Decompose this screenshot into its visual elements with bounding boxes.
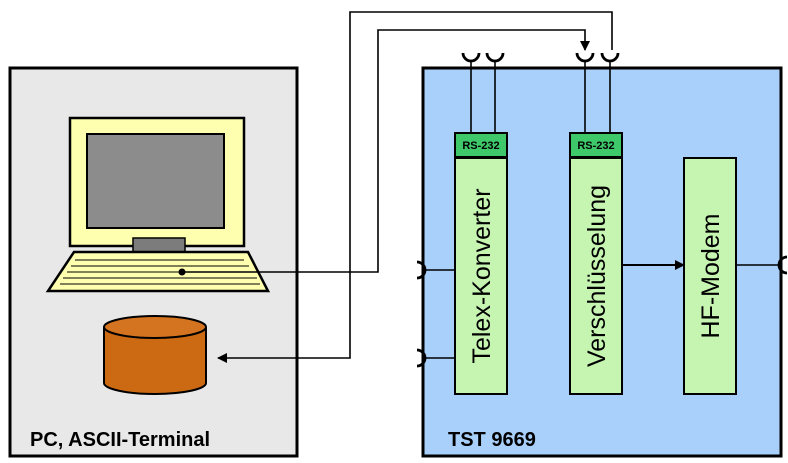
hf-modem-module: HF-Modem [683, 157, 737, 395]
database-icon [103, 315, 207, 395]
hf-modem-label: HF-Modem [697, 213, 725, 338]
tst-panel-label: TST 9669 [448, 429, 536, 451]
connector-icon [416, 52, 788, 368]
verschluesselung-rs232-label: RS-232 [577, 140, 614, 152]
connection-wires [178, 11, 781, 363]
telex-rs232-label: RS-232 [462, 140, 499, 152]
verschluesselung-module: RS-232 Verschlüsselung [569, 132, 623, 395]
pc-panel-label: PC, ASCII-Terminal [30, 429, 210, 451]
verschluesselung-label: Verschlüsselung [583, 185, 611, 367]
telex-konverter-module: RS-232 Telex-Konverter [454, 132, 508, 395]
computer-terminal-icon [45, 116, 271, 293]
telex-konverter-label: Telex-Konverter [468, 188, 496, 363]
